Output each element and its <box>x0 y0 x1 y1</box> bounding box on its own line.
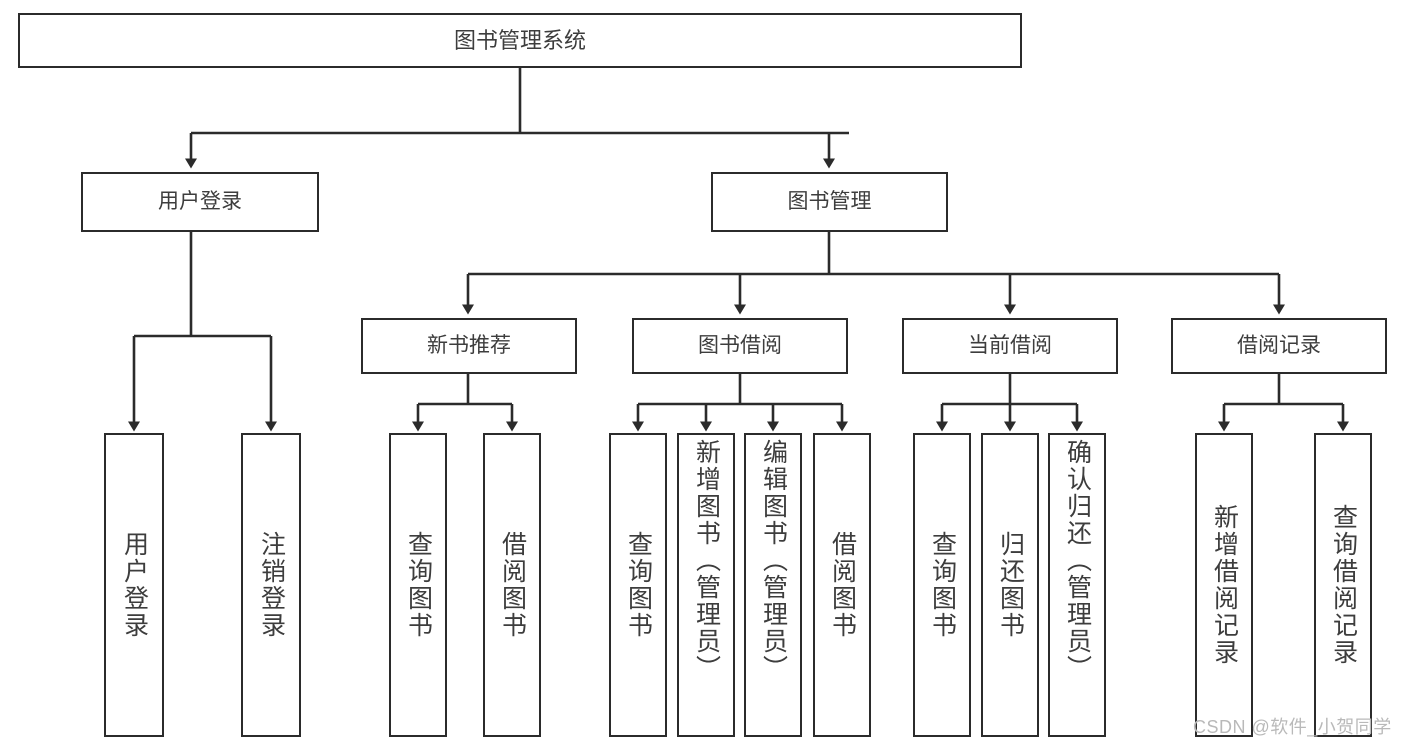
leaf-add-book[interactable]: 新增图书（管理员） <box>677 433 735 737</box>
leaf-query-record[interactable]: 查询借阅记录 <box>1314 433 1372 737</box>
node-new-book-rec[interactable]: 新书推荐 <box>361 318 577 374</box>
leaf-borrow-book-1[interactable]: 借阅图书 <box>483 433 541 737</box>
leaf-user-login-label: 用户登录 <box>120 531 149 639</box>
node-book-borrow-label: 图书借阅 <box>698 333 782 357</box>
leaf-borrow-book-2-label: 借阅图书 <box>828 531 857 639</box>
node-user-login-label: 用户登录 <box>158 189 242 213</box>
leaf-borrow-book-1-label: 借阅图书 <box>498 531 527 639</box>
leaf-confirm-return-label: 确认归还（管理员） <box>1063 439 1092 682</box>
leaf-add-record[interactable]: 新增借阅记录 <box>1195 433 1253 737</box>
leaf-add-book-label: 新增图书（管理员） <box>692 439 721 682</box>
node-book-manage[interactable]: 图书管理 <box>711 172 948 232</box>
node-user-login[interactable]: 用户登录 <box>81 172 319 232</box>
leaf-query-book-2-label: 查询图书 <box>624 531 653 639</box>
leaf-logout[interactable]: 注销登录 <box>241 433 301 737</box>
node-current-borrow[interactable]: 当前借阅 <box>902 318 1118 374</box>
leaf-logout-label: 注销登录 <box>257 531 286 639</box>
leaf-query-book-1-label: 查询图书 <box>404 531 433 639</box>
node-borrow-record[interactable]: 借阅记录 <box>1171 318 1387 374</box>
node-borrow-record-label: 借阅记录 <box>1237 333 1321 357</box>
leaf-query-book-1[interactable]: 查询图书 <box>389 433 447 737</box>
watermark-text: CSDN @软件_小贺同学 <box>1193 717 1392 737</box>
leaf-return-book[interactable]: 归还图书 <box>981 433 1039 737</box>
leaf-confirm-return[interactable]: 确认归还（管理员） <box>1048 433 1106 737</box>
node-root[interactable]: 图书管理系统 <box>18 13 1022 68</box>
node-root-label: 图书管理系统 <box>453 27 586 53</box>
leaf-query-book-3[interactable]: 查询图书 <box>913 433 971 737</box>
leaf-edit-book[interactable]: 编辑图书（管理员） <box>744 433 802 737</box>
leaf-query-record-label: 查询借阅记录 <box>1329 504 1358 666</box>
leaf-return-book-label: 归还图书 <box>996 531 1025 639</box>
node-current-borrow-label: 当前借阅 <box>968 333 1052 357</box>
leaf-add-record-label: 新增借阅记录 <box>1210 504 1239 666</box>
node-book-manage-label: 图书管理 <box>787 189 872 213</box>
leaf-query-book-3-label: 查询图书 <box>928 531 957 639</box>
leaf-borrow-book-2[interactable]: 借阅图书 <box>813 433 871 737</box>
leaf-query-book-2[interactable]: 查询图书 <box>609 433 667 737</box>
leaf-user-login[interactable]: 用户登录 <box>104 433 164 737</box>
leaf-edit-book-label: 编辑图书（管理员） <box>759 439 788 682</box>
node-book-borrow[interactable]: 图书借阅 <box>632 318 848 374</box>
node-new-book-rec-label: 新书推荐 <box>427 333 511 357</box>
